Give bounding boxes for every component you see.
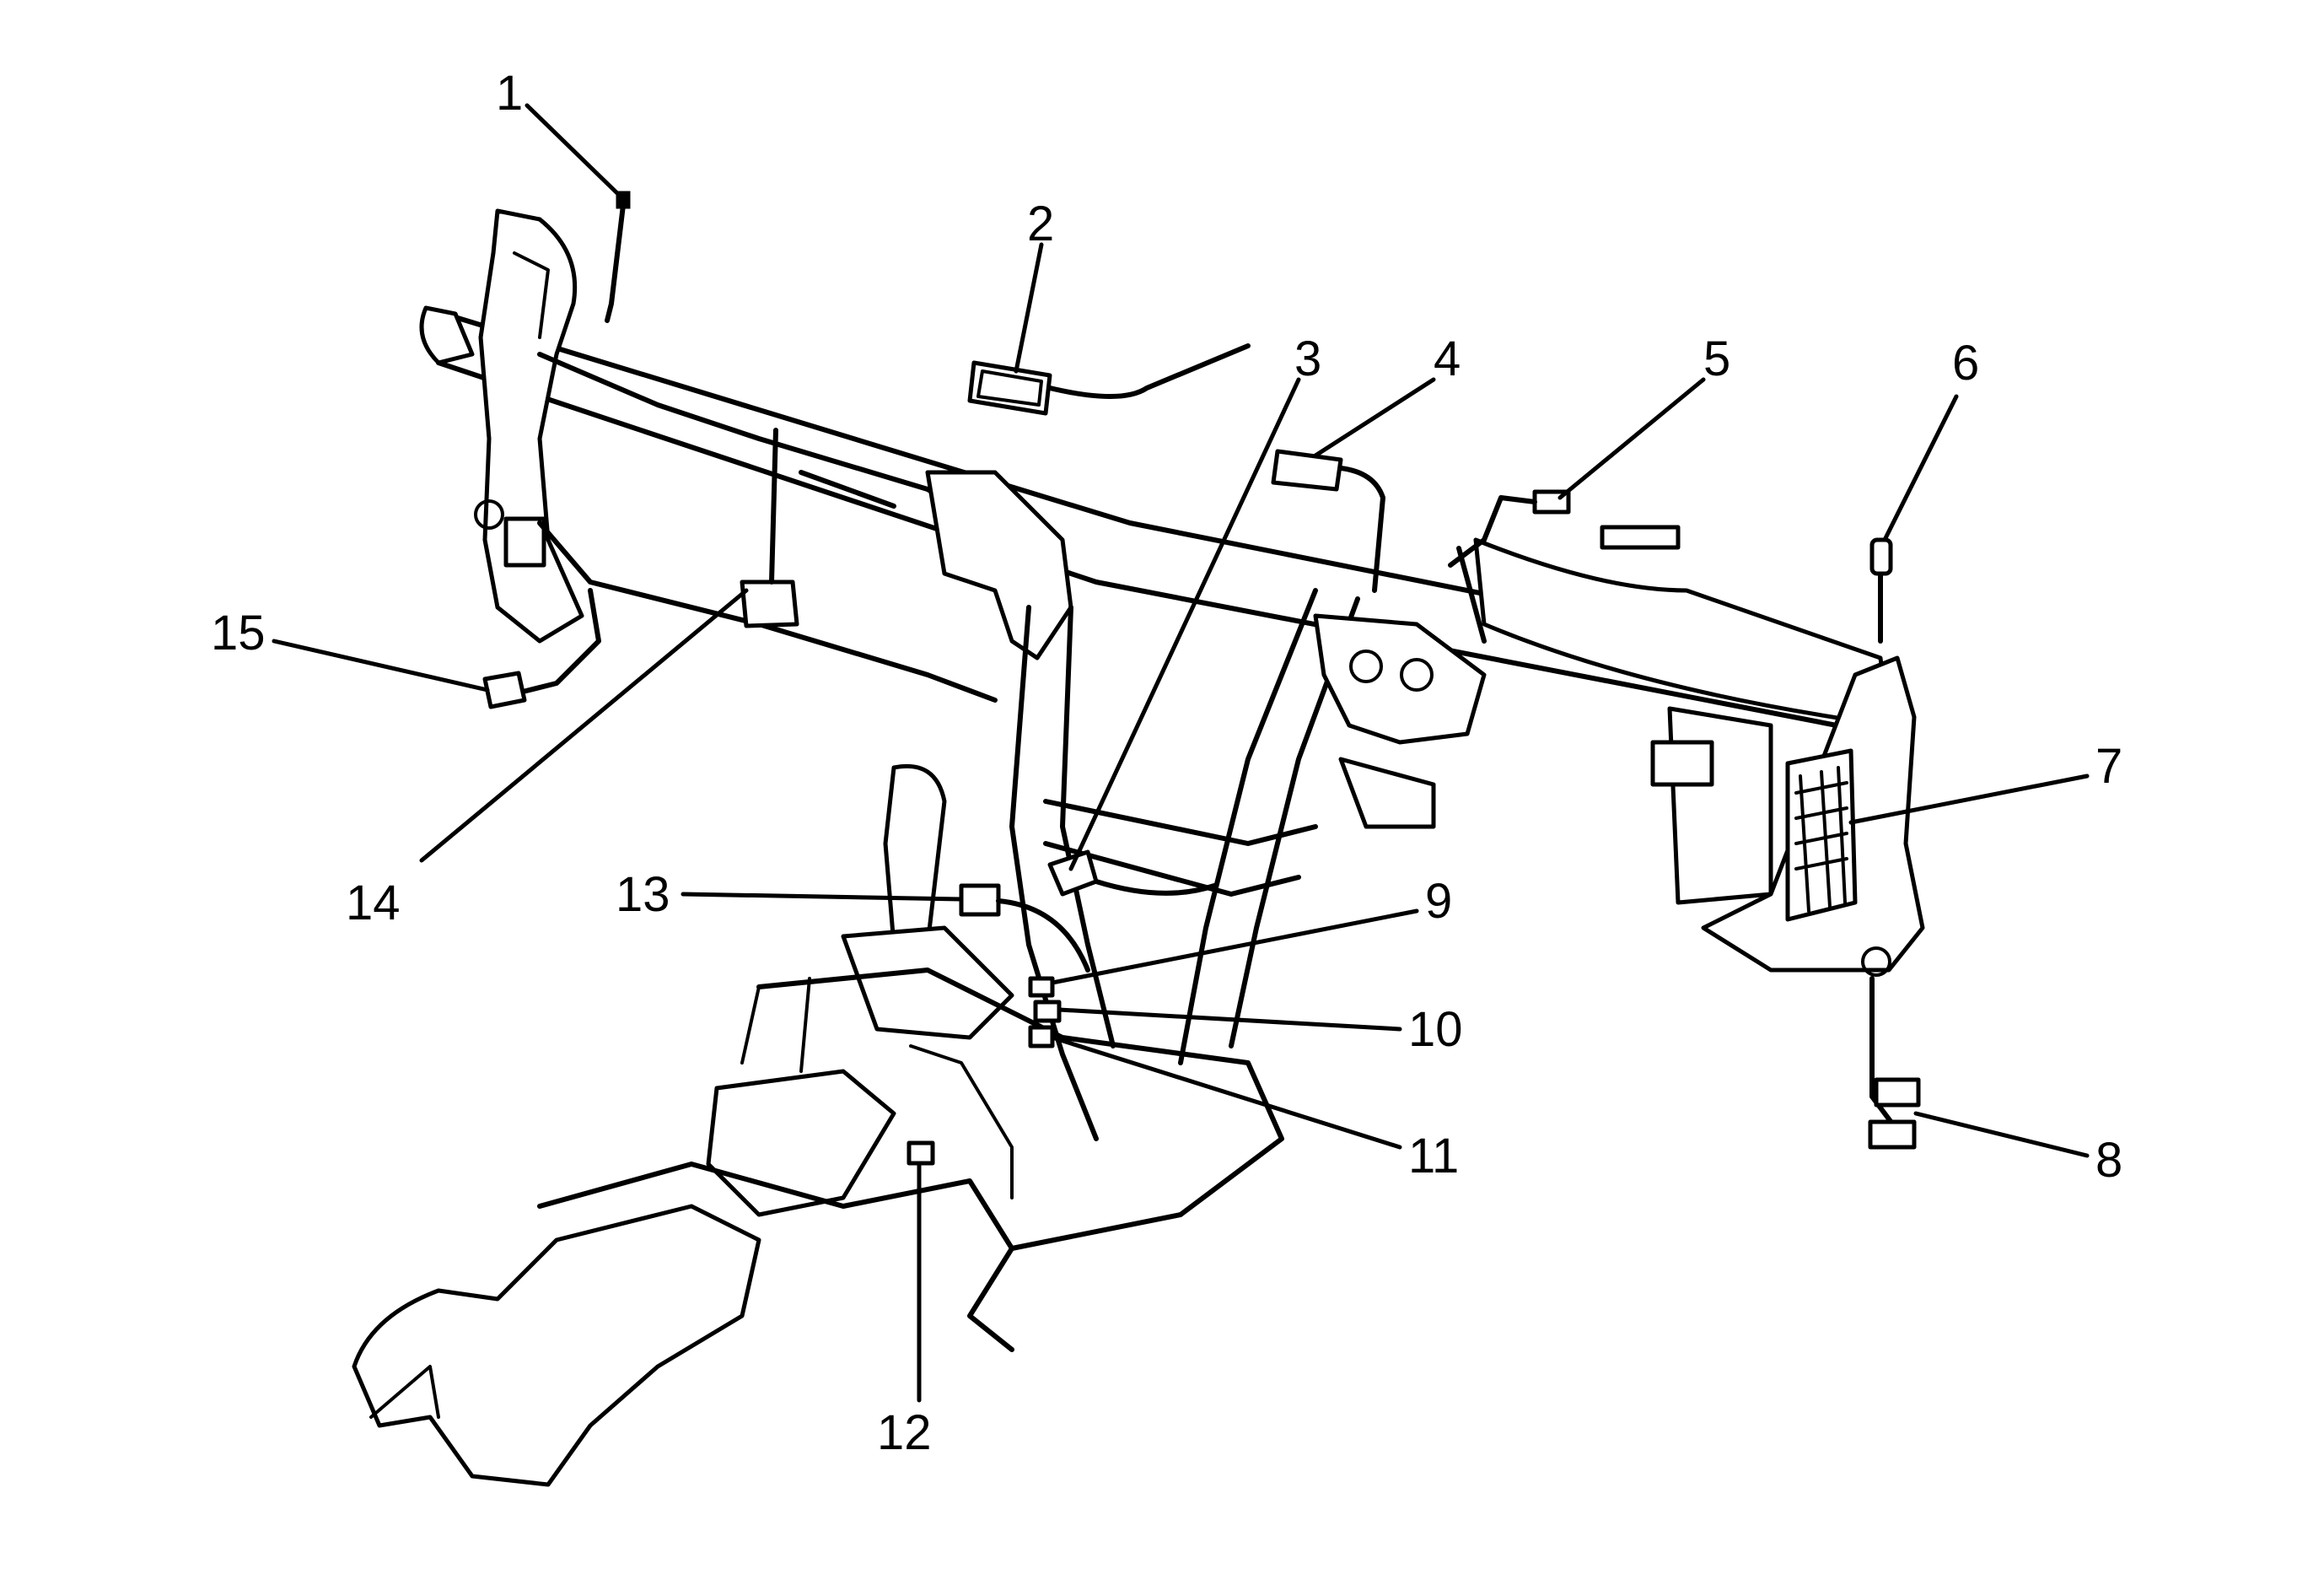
cross-car-beam (419, 305, 1891, 736)
callout-10: 10 (1408, 1002, 1463, 1057)
callout-1: 1 (496, 66, 523, 121)
callout-11: 11 (1408, 1129, 1459, 1183)
connector-11 (1028, 1025, 1055, 1048)
connector-1 (605, 191, 631, 323)
connector-14 (740, 428, 896, 628)
connector-15 (482, 671, 527, 709)
callout-14: 14 (346, 876, 401, 930)
module-2 (967, 343, 1251, 416)
callout-15: 15 (211, 606, 266, 660)
callout-5: 5 (1703, 332, 1730, 386)
callout-9: 9 (1425, 874, 1452, 929)
floor-console (352, 763, 1284, 1487)
callout-7: 7 (2095, 739, 2122, 794)
connector-6 (1869, 537, 1893, 576)
connector-13 (959, 883, 1090, 973)
connector-8 (1868, 1077, 1921, 1150)
connector-9 (1028, 976, 1055, 998)
callout-4: 4 (1434, 332, 1461, 386)
callout-2: 2 (1027, 197, 1054, 251)
left-side-bracket (474, 208, 998, 703)
callout-3: 3 (1294, 332, 1321, 386)
connector-10 (1033, 1000, 1062, 1023)
callout-8: 8 (2095, 1133, 2122, 1188)
callout-13: 13 (616, 867, 670, 922)
connector-12 (906, 1140, 935, 1166)
callout-12: 12 (877, 1405, 932, 1460)
right-side-module-area (1650, 554, 1925, 1133)
center-support (925, 470, 1487, 1141)
callout-6: 6 (1952, 336, 1979, 391)
module-4 (1271, 449, 1385, 593)
leader-lines (272, 103, 2090, 1403)
